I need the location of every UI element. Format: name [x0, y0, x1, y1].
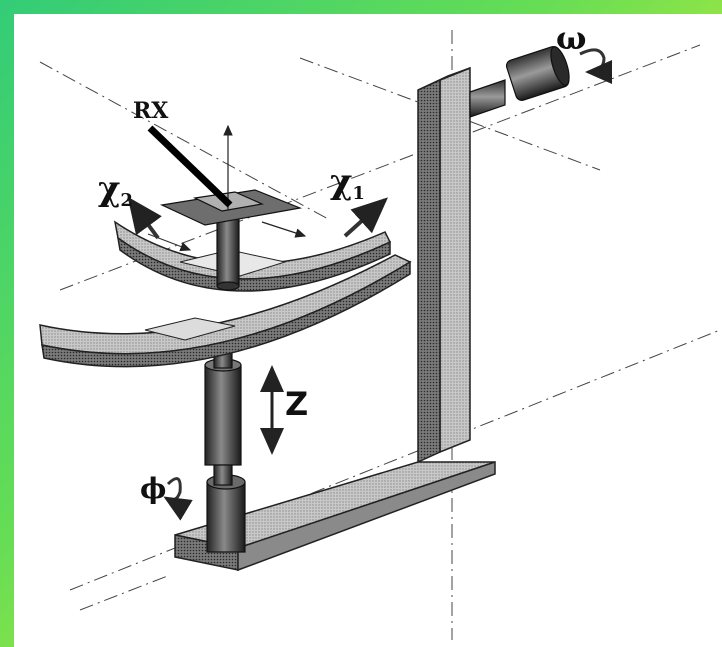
- rx-label: RX: [133, 98, 169, 124]
- z-label: Z: [285, 385, 309, 423]
- chi2-label: χ2: [98, 172, 133, 210]
- chi1-arrows: [343, 197, 388, 238]
- chi1-direction-line: [261, 221, 307, 238]
- chi2-symbol: χ: [98, 169, 121, 209]
- chi2-subscript: 2: [120, 190, 133, 211]
- axis-line-short: [79, 574, 171, 611]
- axis-line-lower: [69, 329, 721, 591]
- chi1-cradle: [39, 254, 412, 368]
- chi1-symbol: χ: [330, 162, 353, 202]
- omega-rotation-arrow: [579, 48, 613, 84]
- bracket-top: [417, 67, 471, 91]
- chi2-arrows: [127, 196, 162, 240]
- chi1-subscript: 1: [352, 183, 365, 204]
- l-bracket: [174, 66, 496, 572]
- omega-motor: [469, 45, 570, 118]
- bracket-vertical-side: [417, 78, 441, 464]
- z-stage-block: [204, 364, 242, 466]
- phi-cylinder: [206, 481, 246, 553]
- chi1-label: χ1: [330, 165, 365, 203]
- diagram-canvas: [14, 14, 722, 647]
- bracket-vertical-front: [439, 66, 471, 454]
- chi2-direction-line: [147, 233, 192, 252]
- phi-label: ϕ: [140, 472, 167, 505]
- bracket-base-side: [237, 460, 496, 572]
- z-column: [204, 329, 246, 553]
- phi-rotation-arrow: [163, 477, 193, 521]
- sample-post: [216, 217, 240, 287]
- axis-line-diagonal: [39, 61, 331, 221]
- omega-label: ω: [556, 19, 587, 57]
- rx-beam: [147, 125, 233, 208]
